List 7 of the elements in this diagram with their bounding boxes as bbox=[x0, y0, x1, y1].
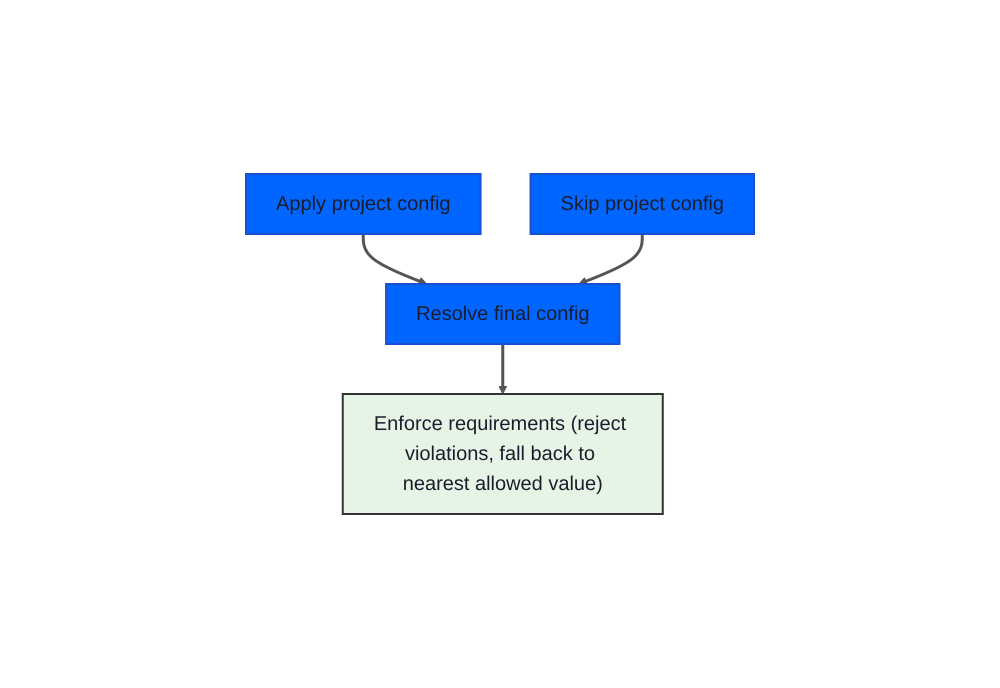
node-box: Enforce requirements (reject violations, fall back to nearest allowed value) bbox=[342, 393, 664, 515]
node-box: Resolve final config bbox=[385, 283, 620, 345]
node-box: Apply project config bbox=[245, 173, 482, 235]
node-box: Skip project config bbox=[530, 173, 755, 235]
arrow bbox=[362, 234, 428, 286]
arrow bbox=[498, 344, 508, 394]
arrow bbox=[578, 234, 644, 286]
